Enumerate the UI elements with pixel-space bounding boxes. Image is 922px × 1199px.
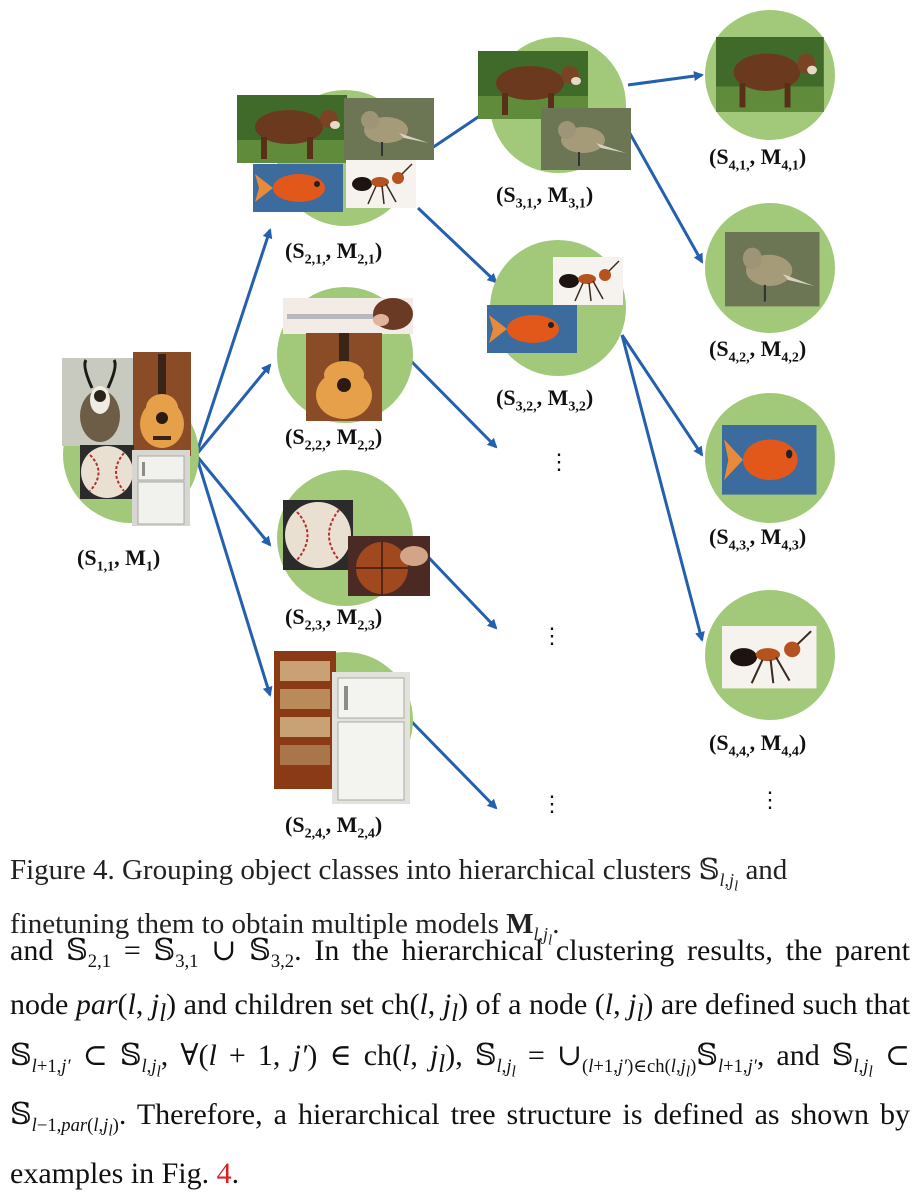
ellipsis-dots: ⋮ [541, 791, 563, 816]
flute-image [283, 298, 413, 334]
node-images-22 [283, 298, 413, 421]
bird-image [343, 97, 435, 161]
figure-4: (S1,1, M1) (S2,1,, M2,1) (S2,2,, M2,2) (… [62, 10, 835, 842]
ant-image-44 [720, 624, 818, 690]
label-node-24: (S2,4,, M2,4) [285, 812, 383, 842]
label-node-42: (S4,2,, M4,2) [709, 336, 807, 366]
body-paragraph: and 𝕊2,1 = 𝕊3,1 ∪ 𝕊3,2. In the hierarchi… [10, 933, 911, 1191]
arrow-31-41 [627, 71, 704, 87]
label-node-31: (S3,1,, M3,1) [496, 182, 594, 212]
arrow-32-44 [620, 334, 705, 642]
goldfish-image [487, 305, 577, 353]
label-node-44: (S4,4,, M4,4) [709, 730, 807, 760]
label-node-23: (S2,3,, M2,3) [285, 604, 383, 634]
arrow-21-32 [416, 206, 498, 284]
bird-image [540, 107, 632, 171]
guitar-image [306, 333, 382, 421]
ellipsis-dots: ⋮ [541, 623, 563, 648]
goldfish-image-43 [722, 425, 817, 495]
hierarchy-diagram [62, 10, 835, 810]
arrow-22-dots [408, 358, 498, 449]
arrow-11-23 [194, 454, 272, 547]
pronghorn-image [62, 358, 134, 446]
label-node-21: (S2,1,, M2,1) [285, 238, 383, 268]
arrow-32-43 [620, 334, 704, 457]
arrows [194, 71, 705, 810]
node-images-11 [62, 352, 191, 526]
goldfish-image [253, 164, 343, 212]
ellipsis-dots: ⋮ [759, 787, 781, 812]
node-images-21 [237, 95, 435, 212]
arrow-31-42 [626, 129, 704, 264]
ellipsis-dots: ⋮ [548, 449, 570, 474]
bookshelf-image [274, 651, 336, 789]
basketball-image [348, 536, 430, 596]
guitar-image [133, 352, 191, 456]
cow-image [237, 95, 347, 163]
label-node-32: (S3,2,, M3,2) [496, 385, 594, 415]
label-node-43: (S4,3,, M4,3) [709, 524, 807, 554]
figure-reference-link[interactable]: 4 [216, 1157, 232, 1191]
baseball-image [283, 500, 353, 570]
figure-caption: Figure 4. Grouping object classes into h… [10, 852, 788, 949]
ant-image [552, 256, 624, 306]
arrow-11-21 [194, 228, 273, 456]
baseball-image [80, 445, 134, 499]
bird-image-42 [723, 230, 821, 308]
refrigerator-image [332, 672, 410, 804]
arrow-11-24 [194, 454, 273, 697]
label-node-11: (S1,1, M1) [77, 545, 161, 575]
refrigerator-image [132, 450, 190, 526]
ant-image [345, 159, 417, 209]
arrow-11-22 [194, 363, 272, 456]
arrow-24-dots [408, 718, 498, 810]
cow-image-41 [716, 37, 824, 112]
label-node-22: (S2,2,, M2,2) [285, 424, 383, 454]
node-images-23 [283, 500, 430, 596]
node-images-24 [274, 651, 410, 804]
label-node-41: (S4,1,, M4,1) [709, 144, 807, 174]
